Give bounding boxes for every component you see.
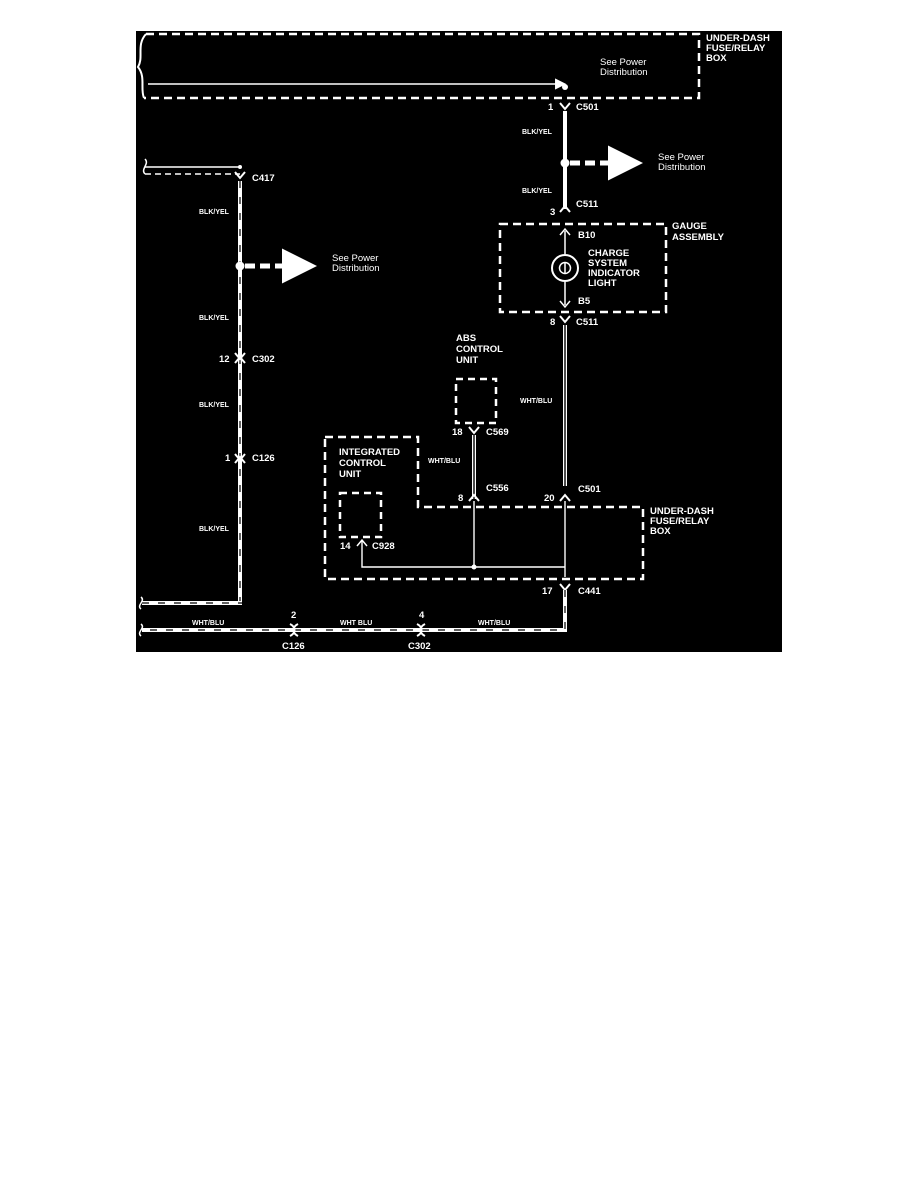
wire-label-blkyel-r1: BLK/YEL xyxy=(522,129,553,136)
integrated-control-unit-box xyxy=(338,491,383,539)
c569-pin: 18 xyxy=(452,427,463,438)
wire-label-blkyel-r2: BLK/YEL xyxy=(522,188,553,195)
c556-name: C556 xyxy=(486,483,509,494)
splice-left-mid xyxy=(235,261,245,271)
wiring-diagram: UNDER-DASH FUSE/RELAY BOX See Power Dist… xyxy=(136,31,782,652)
gauge-assembly-box xyxy=(498,222,668,314)
abs-control-unit-box xyxy=(454,377,498,425)
c441-name: C441 xyxy=(578,586,601,597)
b10-label: B10 xyxy=(578,230,595,241)
connector-c569-symbol xyxy=(468,426,480,435)
fuse-box-bottom-label-2: FUSE/RELAY xyxy=(650,516,710,527)
power-note-mid-2: Distribution xyxy=(658,162,706,173)
wire-label-whtblu-right: WHT/BLU xyxy=(520,398,552,405)
connector-c556-symbol xyxy=(468,493,480,502)
b10-arrow xyxy=(559,227,571,236)
wire-left-top-end xyxy=(238,165,242,169)
power-note-left-2: Distribution xyxy=(332,263,380,274)
connector-c126-symbol xyxy=(234,453,246,464)
power-note-top-1: See Power xyxy=(600,57,646,68)
wire-label-whtblu-abs: WHT/BLU xyxy=(428,458,460,465)
c302-name: C302 xyxy=(252,354,275,365)
connector-c501-top-symbol xyxy=(559,102,571,111)
c569-name: C569 xyxy=(486,427,509,438)
gauge-assembly-label-1: GAUGE xyxy=(672,221,707,232)
icu-label-3: UNIT xyxy=(339,469,361,480)
wire-label-whtblu-bottom-left: WHT/BLU xyxy=(192,620,224,627)
connector-c501-bot-symbol xyxy=(559,493,571,502)
fuse-box-top-outline xyxy=(144,32,701,100)
abs-label-2: CONTROL xyxy=(456,344,503,355)
charge-light-bulb xyxy=(551,254,579,282)
splice-right-mid xyxy=(560,158,570,168)
c126-bottom-pin: 2 xyxy=(291,610,296,621)
c511-bot-name: C511 xyxy=(576,317,599,328)
fuse-box-bottom-outline xyxy=(323,435,645,581)
power-note-mid-1: See Power xyxy=(658,152,704,163)
c928-name: C928 xyxy=(372,541,395,552)
fuse-box-top-label-1: UNDER-DASH xyxy=(706,33,770,44)
c302-bottom-name: C302 xyxy=(408,641,431,652)
connector-c441-symbol xyxy=(559,583,571,592)
wire-label-whtblu-bottom-right: WHT/BLU xyxy=(478,620,510,627)
c511-bot-pin: 8 xyxy=(550,317,555,328)
power-note-top-2: Distribution xyxy=(600,67,648,78)
wire-icu-internal xyxy=(361,541,565,568)
charge-light-label-3: INDICATOR xyxy=(588,268,640,279)
wire-label-blkyel-l4: BLK/YEL xyxy=(199,526,230,533)
c441-pin: 17 xyxy=(542,586,553,597)
c126-pin: 1 xyxy=(225,453,231,464)
fuse-box-top-break-left xyxy=(136,33,147,99)
wire-bottom-whtblu-core xyxy=(142,590,566,631)
wire-label-blkyel-l2: BLK/YEL xyxy=(199,315,230,322)
fuse-box-bottom-label-1: UNDER-DASH xyxy=(650,506,714,517)
b5-arrow xyxy=(559,300,571,309)
icu-label-1: INTEGRATED xyxy=(339,447,400,458)
c126-bottom-name: C126 xyxy=(282,641,305,652)
c302-bottom-pin: 4 xyxy=(419,610,425,621)
icu-label-2: CONTROL xyxy=(339,458,386,469)
connector-c511-bot-symbol xyxy=(559,315,571,324)
fuse-box-top-label-3: BOX xyxy=(706,53,727,64)
c928-pin: 14 xyxy=(340,541,351,552)
connector-c928-symbol xyxy=(356,538,368,547)
wire-label-blkyel-l1: BLK/YEL xyxy=(199,209,230,216)
connector-c126-bottom-symbol xyxy=(289,623,299,637)
fuse-box-top-label-2: FUSE/RELAY xyxy=(706,43,766,54)
c126-name: C126 xyxy=(252,453,275,464)
wiring-diagram-svg: UNDER-DASH FUSE/RELAY BOX See Power Dist… xyxy=(136,32,770,652)
wire-bottom-break xyxy=(138,623,144,637)
connector-c417-symbol xyxy=(234,171,246,180)
c556-pin: 8 xyxy=(458,493,463,504)
abs-label-3: UNIT xyxy=(456,355,478,366)
splice-top xyxy=(562,84,568,90)
c417-name: C417 xyxy=(252,173,275,184)
connector-c302-symbol xyxy=(234,352,246,364)
power-note-left-1: See Power xyxy=(332,253,378,264)
wire-label-whtblu-bottom-mid: WHT BLU xyxy=(340,620,372,627)
c501-bot-name: C501 xyxy=(578,484,601,495)
charge-light-label-2: SYSTEM xyxy=(588,258,627,269)
gauge-assembly-label-2: ASSEMBLY xyxy=(672,232,725,243)
fuse-box-bottom-label-3: BOX xyxy=(650,526,671,537)
charge-light-label-1: CHARGE xyxy=(588,248,629,259)
c501-top-pin: 1 xyxy=(548,102,554,113)
c302-pin: 12 xyxy=(219,354,230,365)
c511-top-name: C511 xyxy=(576,199,599,210)
wire-left-bottom-break xyxy=(138,596,144,610)
charge-light-label-4: LIGHT xyxy=(588,278,617,289)
connector-c302-bottom-symbol xyxy=(416,623,426,637)
wire-label-blkyel-l3: BLK/YEL xyxy=(199,402,230,409)
abs-label-1: ABS xyxy=(456,333,476,344)
c501-bot-pin: 20 xyxy=(544,493,555,504)
c501-top-name: C501 xyxy=(576,102,599,113)
connector-c511-top-symbol xyxy=(559,204,571,213)
b5-label: B5 xyxy=(578,296,591,307)
c511-top-pin: 3 xyxy=(550,207,555,218)
